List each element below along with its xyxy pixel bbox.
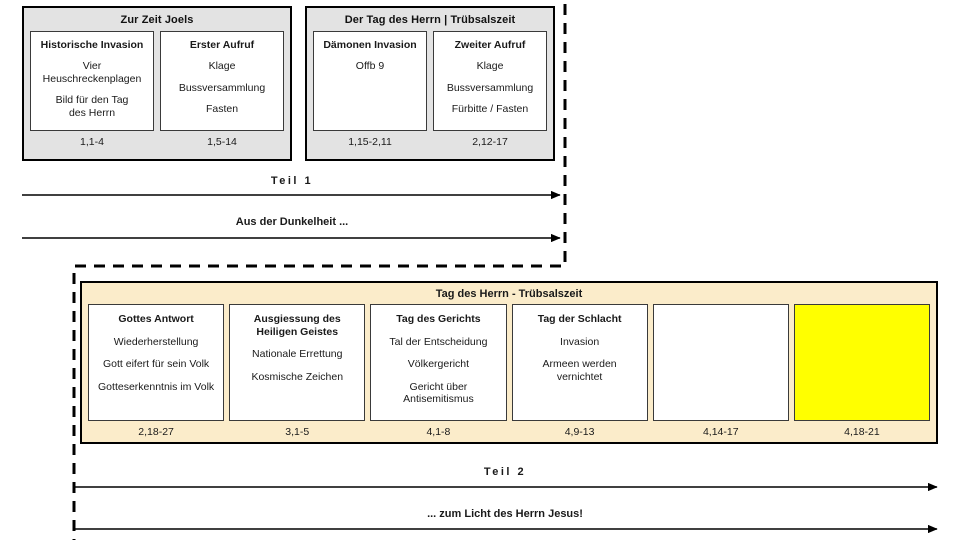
bcard-tag-des-gerichts: Tag des Gerichts Tal der Entscheidung Vö… bbox=[370, 304, 507, 421]
scripture-reference: 2,12-17 bbox=[472, 136, 508, 148]
label-teil-1: Teil 1 bbox=[270, 175, 314, 187]
card-line: Klage bbox=[476, 60, 504, 72]
scripture-reference: 1,5-14 bbox=[207, 136, 237, 148]
card-line: Offb 9 bbox=[355, 60, 385, 72]
card-daemonen-invasion: Dämonen Invasion Offb 9 bbox=[313, 31, 427, 131]
bcard-title: Gottes Antwort bbox=[118, 313, 194, 325]
bcard-line: Wiederherstellung bbox=[113, 335, 199, 348]
scripture-reference: 4,1-8 bbox=[426, 426, 451, 438]
card-erster-aufruf: Erster Aufruf Klage Bussversammlung Fast… bbox=[160, 31, 284, 131]
band-columns: Gottes Antwort Wiederherstellung Gott ei… bbox=[82, 304, 936, 421]
group-box-zur-zeit-joels: Zur Zeit Joels Historische Invasion Vier… bbox=[22, 6, 292, 161]
scripture-reference: 4,18-21 bbox=[844, 426, 880, 438]
bcard-line: Völkergericht bbox=[407, 358, 470, 370]
group-columns: Historische Invasion Vier Heuschreckenpl… bbox=[24, 31, 290, 131]
group-references: 1,1-4 1,5-14 bbox=[24, 131, 290, 153]
card-line: Fasten bbox=[205, 103, 239, 115]
bcard-title: Ausgiessung des Heiligen Geistes bbox=[253, 313, 341, 338]
group-columns: Dämonen Invasion Offb 9 Zweiter Aufruf K… bbox=[307, 31, 553, 131]
card-title: Historische Invasion bbox=[40, 39, 144, 51]
bcard-empty-4-14-17 bbox=[652, 304, 789, 421]
label-teil-2: Teil 2 bbox=[483, 466, 527, 478]
band-references: 2,18-27 3,1-5 4,1-8 4,9-13 4,14-17 4,18-… bbox=[82, 421, 936, 442]
bcard-line: Kosmische Zeichen bbox=[251, 370, 344, 383]
scripture-reference: 2,18-27 bbox=[138, 426, 174, 438]
scripture-reference: 4,9-13 bbox=[564, 426, 595, 438]
bcard-line: Gericht über Antisemitismus bbox=[403, 380, 474, 406]
bcard-line: Nationale Errettung bbox=[252, 348, 343, 360]
scripture-reference: 3,1-5 bbox=[285, 426, 310, 438]
group-references: 1,15-2,11 2,12-17 bbox=[307, 131, 553, 153]
label-zum-licht: ... zum Licht des Herrn Jesus! bbox=[427, 508, 583, 520]
scripture-reference: 4,14-17 bbox=[702, 426, 739, 438]
bcard-line: Armeen werden vernichtet bbox=[542, 358, 617, 383]
band-title: Tag des Herrn - Trübsalszeit bbox=[435, 288, 583, 300]
card-line: Bussversammlung bbox=[178, 81, 266, 94]
bcard-ausgiessung-heiliger-geist: Ausgiessung des Heiligen Geistes Nationa… bbox=[229, 304, 366, 421]
card-line: Fürbitte / Fasten bbox=[451, 103, 529, 115]
band-tag-des-herrn-truebsalszeit: Tag des Herrn - Trübsalszeit Gottes Antw… bbox=[80, 281, 938, 444]
card-historische-invasion: Historische Invasion Vier Heuschreckenpl… bbox=[30, 31, 154, 131]
scripture-reference: 1,15-2,11 bbox=[348, 136, 392, 148]
bcard-title: Tag der Schlacht bbox=[537, 313, 622, 325]
group-title: Der Tag des Herrn | Trübsalszeit bbox=[344, 14, 516, 26]
bcard-highlight-4-18-21 bbox=[793, 304, 931, 421]
group-title: Zur Zeit Joels bbox=[120, 14, 194, 26]
card-line: Klage bbox=[208, 60, 236, 72]
bcard-line: Gotteserkenntnis im Volk bbox=[98, 380, 215, 393]
card-zweiter-aufruf: Zweiter Aufruf Klage Bussversammlung Für… bbox=[433, 31, 547, 131]
bcard-line: Invasion bbox=[560, 335, 600, 348]
scripture-reference: 1,1-4 bbox=[80, 136, 104, 148]
card-line: Vier Heuschreckenplagen bbox=[42, 60, 142, 85]
bcard-title: Tag des Gerichts bbox=[396, 313, 481, 325]
bcard-line: Tal der Entscheidung bbox=[389, 335, 488, 348]
label-aus-der-dunkelheit: Aus der Dunkelheit ... bbox=[235, 216, 349, 228]
card-line: Bussversammlung bbox=[446, 81, 534, 94]
bcard-tag-der-schlacht: Tag der Schlacht Invasion Armeen werden … bbox=[511, 304, 648, 421]
bcard-line: Gott eifert für sein Volk bbox=[102, 358, 210, 370]
group-box-tag-des-herrn: Der Tag des Herrn | Trübsalszeit Dämonen… bbox=[305, 6, 555, 161]
bcard-gottes-antwort: Gottes Antwort Wiederherstellung Gott ei… bbox=[88, 304, 225, 421]
card-title: Zweiter Aufruf bbox=[454, 39, 526, 51]
card-title: Dämonen Invasion bbox=[323, 39, 417, 51]
card-title: Erster Aufruf bbox=[189, 39, 255, 51]
card-line: Bild für den Tag des Herrn bbox=[55, 94, 129, 119]
